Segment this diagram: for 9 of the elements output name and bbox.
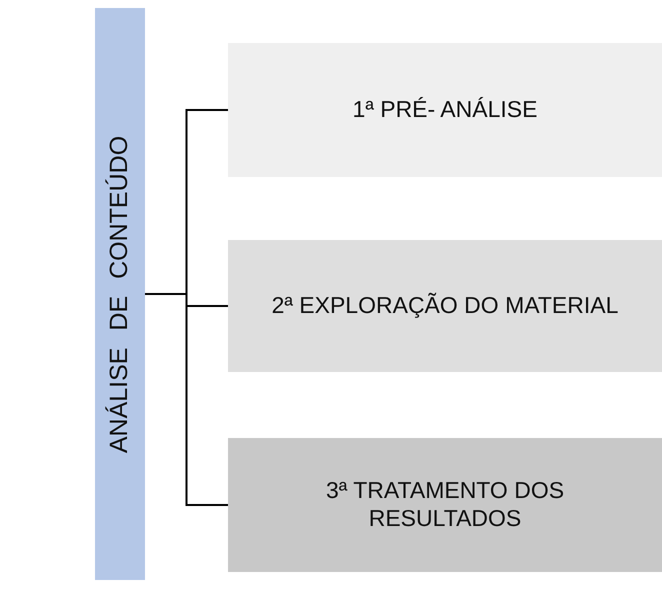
stage-box	[228, 438, 662, 572]
stage-label: 2ª EXPLORAÇÃO DO MATERIAL	[272, 292, 618, 320]
stage-box	[228, 240, 662, 372]
connector-line	[145, 293, 228, 506]
stage-label: 1ª PRÉ- ANÁLISE	[352, 96, 538, 124]
title-bar	[95, 8, 145, 580]
vertical-title: ANÁLISE DE CONTEÚDO	[106, 135, 134, 453]
stage-label: 3ª TRATAMENTO DOS RESULTADOS	[324, 477, 566, 533]
stage-box	[228, 43, 662, 177]
